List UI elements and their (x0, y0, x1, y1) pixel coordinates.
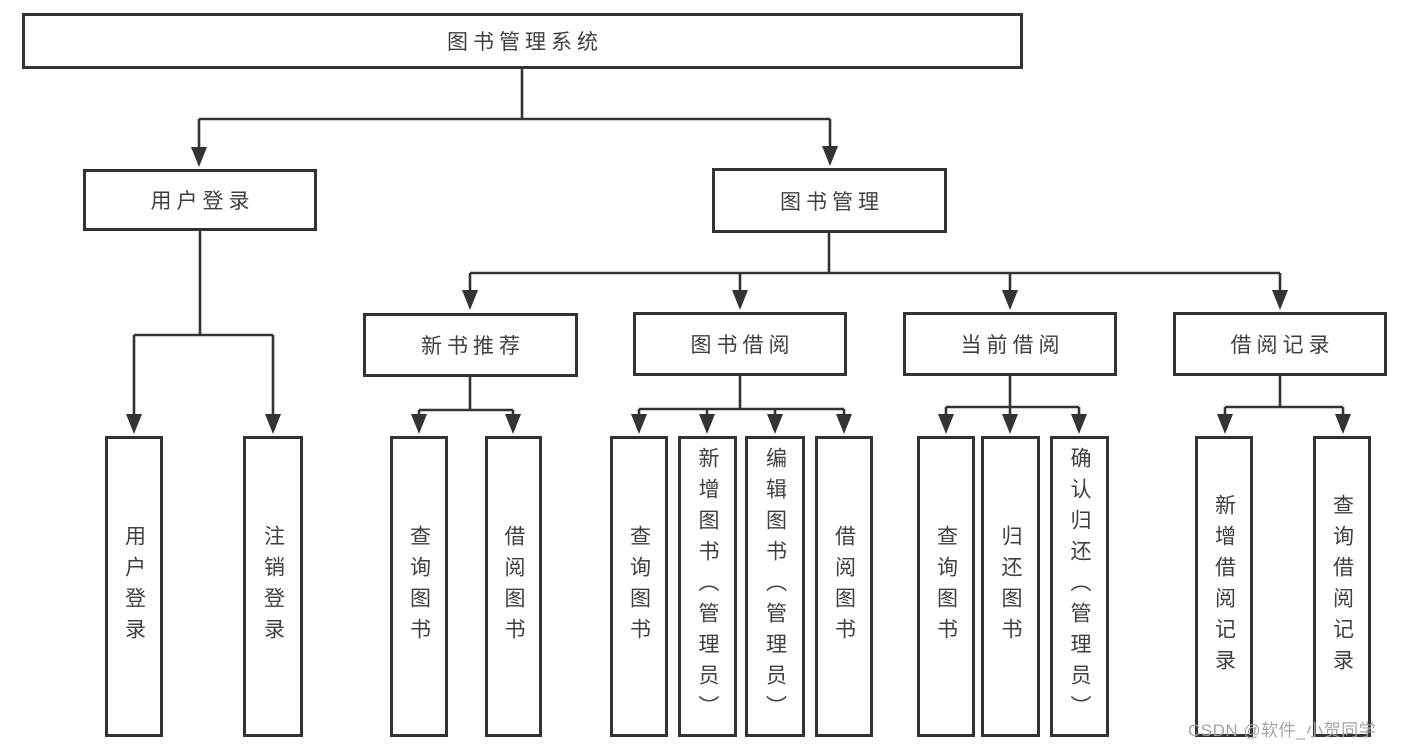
node-book-borrow-label: 图书借阅 (690, 334, 795, 357)
leaf-borrow-book: 借阅图书 (815, 436, 873, 737)
leaf-edit-book-admin: 编辑图书（管理员） (745, 436, 805, 737)
node-book-management: 图书管理 (712, 168, 947, 233)
leaf-edit-book-admin-label: 编辑图书（管理员） (763, 447, 787, 726)
node-current-borrow: 当前借阅 (903, 312, 1117, 376)
node-borrow-records: 借阅记录 (1173, 312, 1387, 376)
leaf-recommend-query-book: 查询图书 (390, 436, 448, 737)
leaf-borrow-query-book: 查询图书 (610, 436, 668, 737)
leaf-query-borrow-record: 查询借阅记录 (1313, 436, 1371, 737)
leaf-add-borrow-record: 新增借阅记录 (1195, 436, 1253, 737)
leaf-add-book-admin-label: 新增图书（管理员） (696, 447, 719, 726)
node-current-borrow-label: 当前借阅 (960, 334, 1065, 357)
csdn-watermark: CSDN @软件_小贺同学 (1188, 721, 1377, 740)
leaf-borrow-query-book-label: 查询图书 (627, 524, 651, 649)
leaf-logout: 注销登录 (243, 436, 303, 737)
leaf-return-book-label: 归还图书 (999, 524, 1022, 649)
leaf-add-borrow-record-label: 新增借阅记录 (1212, 493, 1236, 680)
leaf-query-borrow-record-label: 查询借阅记录 (1330, 493, 1354, 680)
node-new-book-recommend: 新书推荐 (363, 313, 578, 377)
node-root-label: 图书管理系统 (447, 31, 603, 54)
node-book-management-label: 图书管理 (780, 190, 884, 214)
leaf-return-book: 归还图书 (981, 436, 1040, 737)
leaf-recommend-borrow-book-label: 借阅图书 (502, 524, 525, 649)
node-book-borrow: 图书借阅 (633, 312, 847, 376)
leaf-current-query-book-label: 查询图书 (934, 524, 958, 649)
leaf-borrow-book-label: 借阅图书 (832, 524, 856, 649)
node-borrow-records-label: 借阅记录 (1230, 334, 1335, 357)
node-root: 图书管理系统 (22, 13, 1023, 69)
leaf-user-login: 用户登录 (105, 436, 163, 737)
leaf-confirm-return-admin: 确认归还（管理员） (1050, 436, 1109, 737)
leaf-recommend-borrow-book: 借阅图书 (485, 436, 542, 737)
node-new-book-recommend-label: 新书推荐 (421, 335, 525, 358)
leaf-confirm-return-admin-label: 确认归还（管理员） (1068, 447, 1091, 726)
leaf-user-login-label: 用户登录 (122, 524, 146, 649)
leaf-current-query-book: 查询图书 (917, 436, 975, 737)
leaf-recommend-query-book-label: 查询图书 (407, 524, 431, 649)
leaf-logout-label: 注销登录 (261, 524, 285, 649)
node-user-login-label: 用户登录 (150, 190, 255, 213)
leaf-add-book-admin: 新增图书（管理员） (678, 436, 737, 737)
node-user-login: 用户登录 (83, 169, 317, 231)
